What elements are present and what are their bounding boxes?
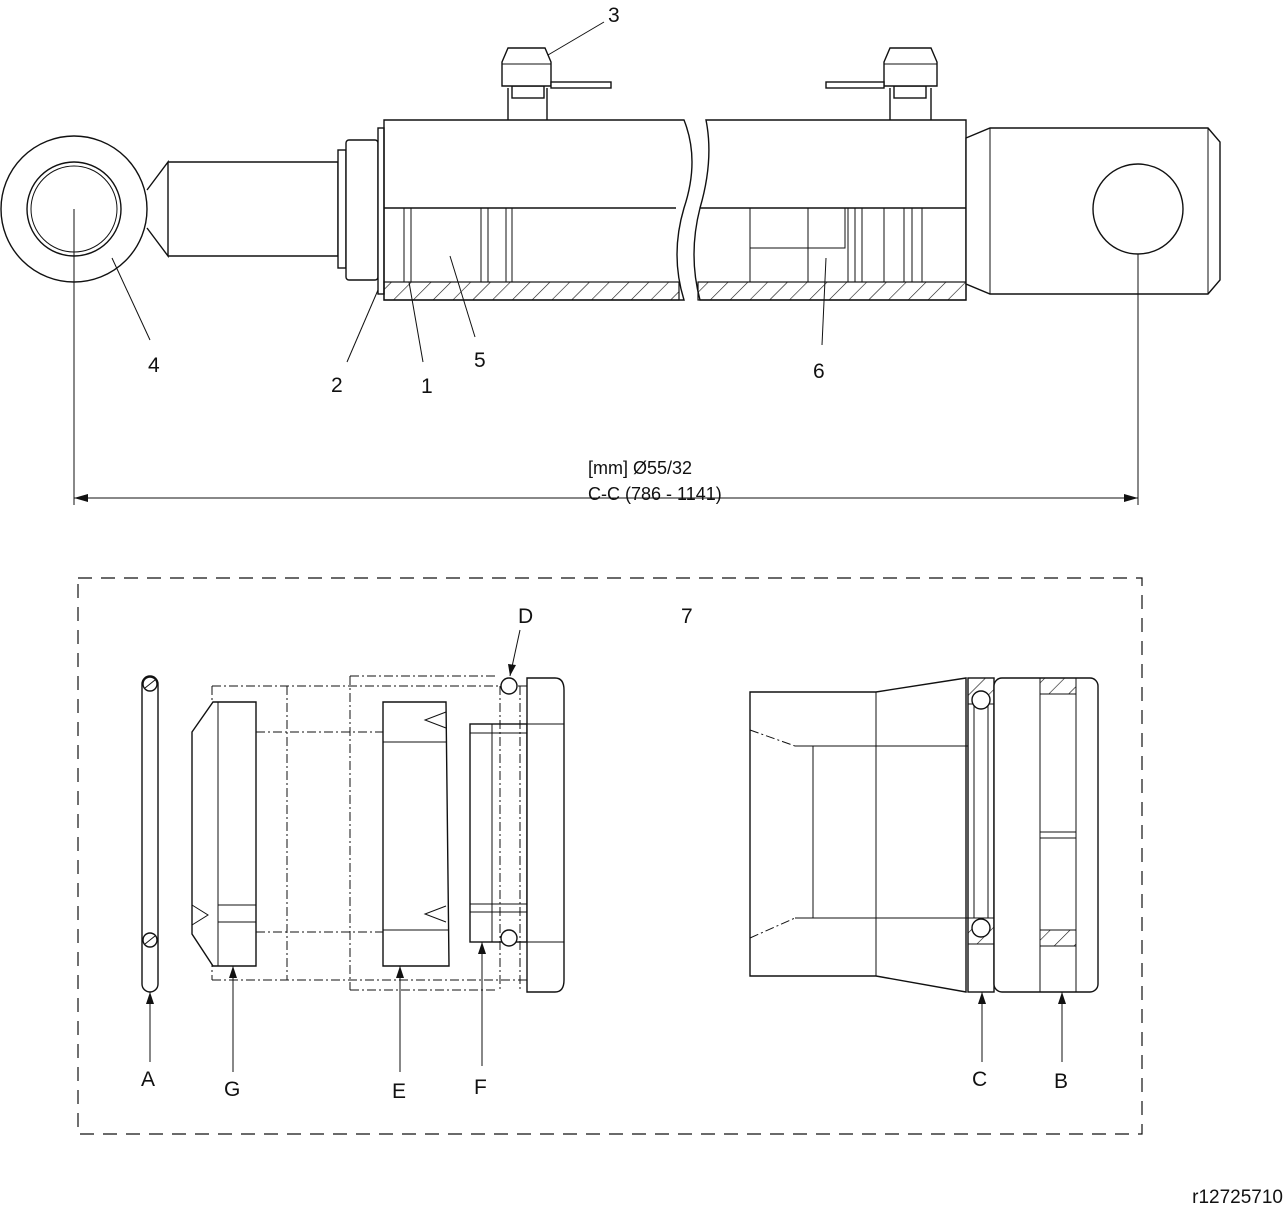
rod-eye (0, 135, 169, 283)
label-d: D (518, 605, 533, 628)
piston-seal-group (749, 677, 1099, 993)
label-f: F (474, 1076, 487, 1099)
dimension-center-distance: C-C (786 - 1141) (588, 484, 722, 504)
hydraulic-port-right (825, 47, 938, 120)
callout-1: 1 (421, 375, 433, 398)
seal-kit-detail (77, 577, 1143, 1135)
dimension-diameter: [mm] Ø55/32 (588, 458, 692, 478)
o-ring-a (141, 675, 159, 993)
label-c: C (972, 1068, 987, 1091)
dimension-line (73, 209, 1139, 505)
barrel-left (383, 119, 693, 301)
callout-5: 5 (474, 349, 486, 372)
cylinder-assembly (0, 21, 1221, 505)
cylinder-gland (345, 127, 385, 295)
hydraulic-port-left (501, 47, 612, 120)
label-b: B (1054, 1070, 1068, 1093)
callout-3: 3 (608, 4, 620, 27)
callout-4: 4 (148, 354, 160, 377)
gland-seal-group (191, 675, 565, 993)
leader-lines (111, 21, 827, 363)
reference-code: r12725710 (1192, 1187, 1283, 1208)
callout-6: 6 (813, 360, 825, 383)
rear-clevis (965, 127, 1221, 295)
piston-rod (168, 149, 347, 269)
callout-7: 7 (681, 605, 693, 628)
detail-leaders (146, 629, 1066, 1072)
callout-2: 2 (331, 374, 343, 397)
label-e: E (392, 1080, 406, 1103)
label-g: G (224, 1078, 240, 1101)
barrel-right (693, 119, 967, 301)
label-a: A (141, 1068, 155, 1091)
